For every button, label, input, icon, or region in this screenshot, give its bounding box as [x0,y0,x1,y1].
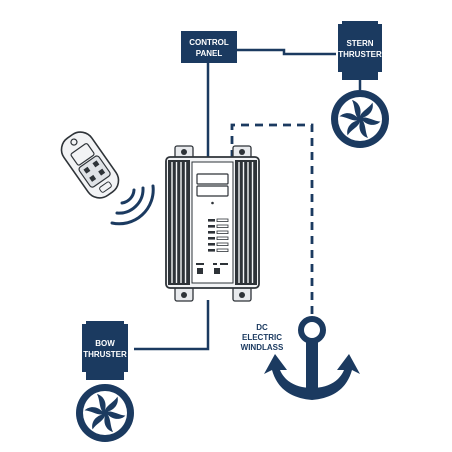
wireless-signal-icon [110,184,155,226]
control-panel-box: CONTROL PANEL [181,31,237,63]
windlass-label-line2: ELECTRIC [242,333,282,342]
control-panel-label-line2: PANEL [196,49,223,58]
stern-thruster-wire [236,48,336,56]
connection-lines [134,48,362,351]
stern-thruster: STERN THRUSTER [331,21,389,148]
bow-thruster-wire [134,300,210,351]
windlass-label: DC ELECTRIC WINDLASS [241,323,284,352]
windlass-wire-dashed [230,123,314,318]
stern-thruster-label-line2: THRUSTER [338,50,382,59]
bow-thruster-label-line1: BOW [95,339,115,348]
stern-thruster-label-line1: STERN [346,39,373,48]
propeller-icon [76,384,134,442]
anchor-icon [264,316,360,400]
windlass-label-line1: DC [256,323,268,332]
remote-control-icon [60,131,120,199]
bow-thruster: BOW THRUSTER [76,321,134,442]
windlass-label-line3: WINDLASS [241,343,284,352]
propeller-icon [331,90,389,148]
control-panel-label-line1: CONTROL [189,38,229,47]
control-box-device [165,145,260,302]
bow-thruster-label-line2: THRUSTER [83,350,127,359]
